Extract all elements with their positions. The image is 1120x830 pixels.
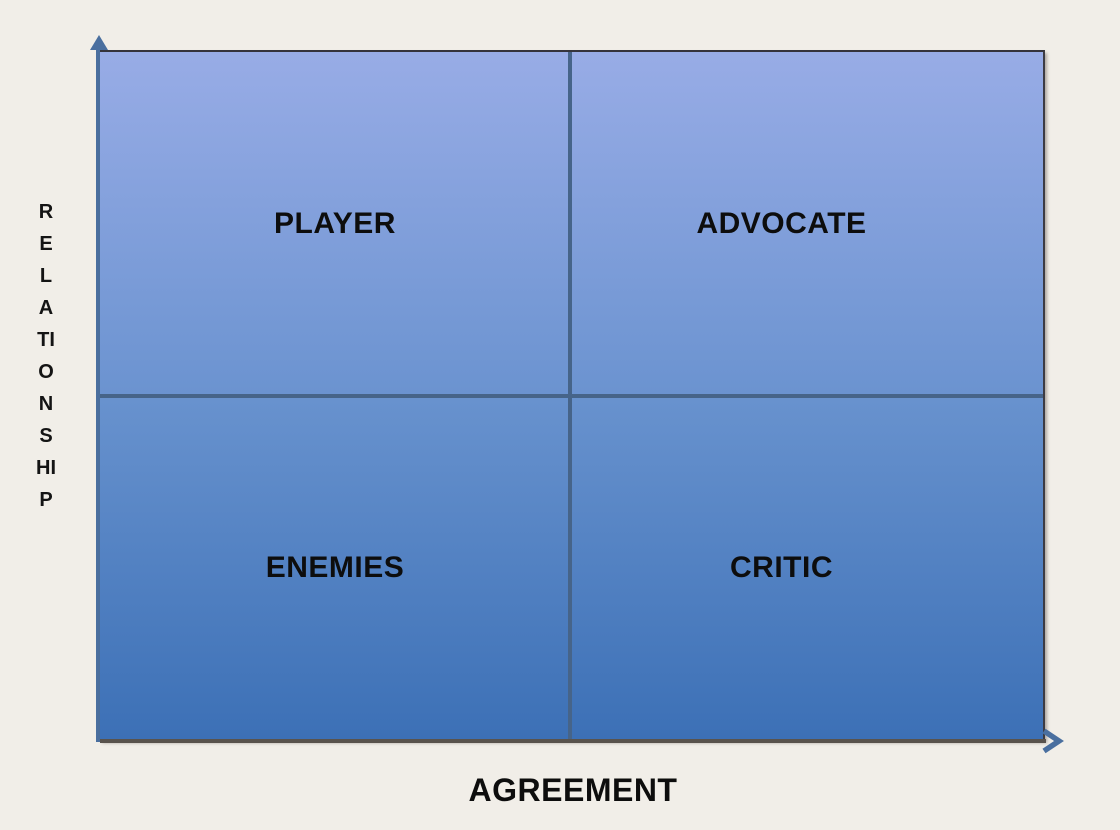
y-axis-label: RELATIONSHIP <box>36 201 56 511</box>
x-axis-arrow-right-icon <box>1040 728 1066 759</box>
y-axis-line <box>96 48 101 742</box>
quadrant-label-advocate: ADVOCATE <box>696 207 867 240</box>
quadrant-bottom-right: CRITIC <box>570 396 1043 740</box>
x-axis-line <box>100 739 1046 743</box>
quadrant-label-player: PLAYER <box>274 207 396 240</box>
quadrant-top-right: ADVOCATE <box>570 52 1043 396</box>
quadrant-grid: PLAYER ADVOCATE ENEMIES CRITIC <box>100 50 1045 740</box>
horizontal-divider-line <box>100 394 1043 398</box>
quadrant-bottom-left: ENEMIES <box>100 396 570 740</box>
x-axis-label: AGREEMENT <box>468 772 678 808</box>
quadrant-label-enemies: ENEMIES <box>265 551 405 584</box>
quadrant-label-critic: CRITIC <box>730 551 833 584</box>
y-axis-arrow-up-icon <box>90 35 108 50</box>
quadrant-top-left: PLAYER <box>100 52 570 396</box>
